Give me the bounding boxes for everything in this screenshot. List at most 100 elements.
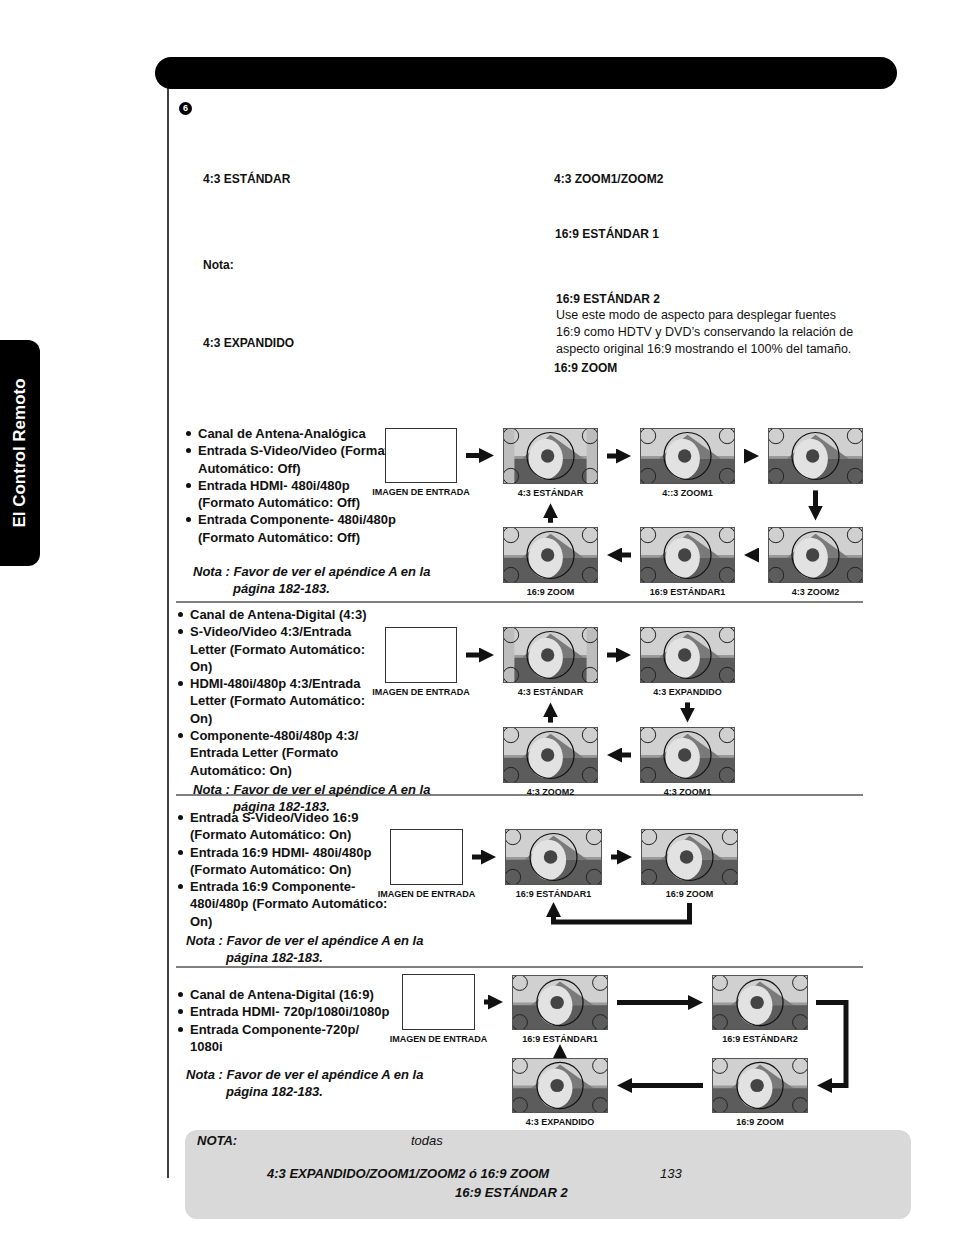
bullet-item: Componente-480i/480p 4:3/ Entrada Letter… [178, 727, 390, 779]
side-tab: El Control Remoto [0, 340, 40, 566]
bullet-dot [178, 850, 183, 855]
screen-thumbnail [768, 428, 863, 484]
input-bullet: Entrada Componente-720p/ 1080i [190, 1021, 370, 1056]
screen-thumbnail [512, 1058, 608, 1113]
input-bullet: Canal de Antena-Analógica [198, 425, 403, 442]
input-bullet: S-Video/Video 4:3/Entrada Letter (Format… [190, 623, 390, 675]
flow-arrow [685, 702, 690, 711]
mode-caption: 4:3 EXPANDIDO [590, 687, 785, 698]
aspect-mode-node: 16:9 ZOOM [503, 527, 598, 598]
mode-heading: 4:3 EXPANDIDO [203, 336, 294, 350]
screen-thumbnail [505, 829, 602, 885]
input-image-box: IMAGEN DE ENTRADA [385, 627, 457, 698]
screen-thumbnail [712, 975, 808, 1030]
aspect-mode-node: 16:9 ZOOM [712, 1058, 808, 1128]
separator [176, 967, 863, 968]
input-bullet: Entrada 16:9 HDMI- 480i/480p (Formato Au… [190, 844, 390, 879]
appendix-note: Nota : Favor de ver el apéndice A en la … [186, 1066, 444, 1100]
input-bullet: Entrada Componente- 480i/480p (Formato A… [198, 511, 418, 546]
appendix-note: Nota : Favor de ver el apéndice A en la … [193, 781, 451, 815]
bullet-dot [178, 629, 183, 634]
flow-arrow [607, 653, 620, 658]
mode-caption: 16:9 ESTÁNDAR1 [590, 587, 785, 598]
screen-illustration [503, 527, 598, 583]
screen-illustration [712, 1058, 808, 1113]
note-text: NOTA: [197, 1133, 237, 1148]
bullet-item: S-Video/Video 4:3/Entrada Letter (Format… [178, 623, 390, 675]
aspect-mode-node: 16:9 ESTÁNDAR1 [505, 829, 602, 900]
bullet-item: Entrada Componente-720p/ 1080i [178, 1021, 370, 1056]
mode-caption: 4:3 EXPANDIDO [462, 1117, 658, 1128]
note-text: todas [411, 1133, 443, 1148]
screen-illustration [640, 627, 735, 683]
mode-heading: 4:3 ZOOM1/ZOOM2 [554, 172, 663, 186]
bullet-item: Entrada 16:9 HDMI- 480i/480p (Formato Au… [178, 844, 390, 879]
flow-arrow [484, 1000, 492, 1005]
input-bullet: Entrada 16:9 Componente- 480i/480p (Form… [190, 878, 390, 930]
mode-caption: IMAGEN DE ENTRADA [352, 1034, 525, 1045]
mode-caption: 4:3 ZOOM2 [453, 787, 648, 798]
bullet-item: Entrada S-Video/Video 16:9 (Formato Auto… [178, 809, 390, 844]
bullet-dot [178, 1009, 183, 1014]
bullet-dot [178, 992, 183, 997]
mode-caption: 4:3 ESTÁNDAR [453, 687, 648, 698]
aspect-mode-node: 4:3 ZOOM1 [640, 727, 735, 798]
appendix-note: Nota : Favor de ver el apéndice A en la … [193, 563, 451, 597]
input-bullet: Componente-480i/480p 4:3/ Entrada Letter… [190, 727, 390, 779]
screen-illustration [640, 428, 735, 484]
flow-arrow [618, 753, 631, 758]
flow-arrow [813, 490, 818, 509]
note-text: 16:9 ESTÁNDAR 2 [455, 1185, 568, 1200]
aspect-mode-node: 4:3 ESTÁNDAR [503, 627, 598, 698]
screen-illustration [503, 627, 598, 683]
aspect-mode-node: 16:9 ZOOM [641, 829, 738, 900]
input-image-box: IMAGEN DE ENTRADA [390, 829, 463, 900]
input-bullet: Entrada HDMI- 720p/1080i/1080p [190, 1003, 415, 1020]
bullet-item: Canal de Antena-Digital (4:3) [178, 606, 390, 623]
mode-caption: 16:9 ZOOM [591, 889, 788, 900]
mode-caption: 4:3 ZOOM2 [718, 587, 913, 598]
mode-heading: 16:9 ESTÁNDAR 2 [556, 292, 660, 306]
flow-arrow [558, 1055, 563, 1056]
aspect-mode-node: 16:9 ESTÁNDAR1 [640, 527, 735, 598]
note-heading: Nota: [203, 258, 234, 272]
bullet-dot [186, 517, 191, 522]
mode-caption: IMAGEN DE ENTRADA [335, 687, 507, 698]
screen-thumbnail [640, 527, 735, 583]
note-text: 133 [660, 1166, 682, 1181]
flow-arrow [628, 1083, 703, 1088]
header-bar [155, 57, 897, 89]
note-panel [185, 1130, 911, 1219]
mode-heading: 16:9 ZOOM [554, 361, 617, 375]
flow-arrow [744, 454, 748, 459]
input-bullet: Entrada S-Video/Video (Formato Automátic… [198, 442, 403, 477]
margin-rule [167, 88, 169, 1178]
screen-thumbnail [640, 627, 735, 683]
bullet-item: Entrada Componente- 480i/480p (Formato A… [186, 511, 418, 546]
input-image-box: IMAGEN DE ENTRADA [402, 974, 475, 1045]
input-bullet: Entrada S-Video/Video 16:9 (Formato Auto… [190, 809, 390, 844]
mode-caption: 16:9 ZOOM [453, 587, 648, 598]
aspect-mode-node: 16:9 ESTÁNDAR2 [712, 975, 808, 1045]
bullet-item: Entrada 16:9 Componente- 480i/480p (Form… [178, 878, 390, 930]
screen-illustration [512, 1058, 608, 1113]
callout-number: 6 [179, 102, 192, 115]
flow-arrow [466, 653, 483, 658]
screen-illustration [512, 975, 608, 1030]
mode-caption: 16:9 ESTÁNDAR1 [462, 1034, 658, 1045]
bullet-dot [178, 733, 183, 738]
flow-arrow [607, 454, 620, 459]
flow-arrow [548, 713, 553, 722]
bullet-dot [178, 681, 183, 686]
aspect-mode-node: 4:3 EXPANDIDO [512, 1058, 608, 1128]
mode-heading: 4:3 ESTÁNDAR [203, 172, 290, 186]
screen-thumbnail [712, 1058, 808, 1113]
flow-arrow [816, 1003, 846, 1086]
bullet-dot [178, 815, 183, 820]
flow-arrow [472, 855, 485, 860]
screen-thumbnail [768, 527, 863, 583]
mode-caption: 16:9 ESTÁNDAR2 [662, 1034, 858, 1045]
screen-illustration [503, 428, 598, 484]
